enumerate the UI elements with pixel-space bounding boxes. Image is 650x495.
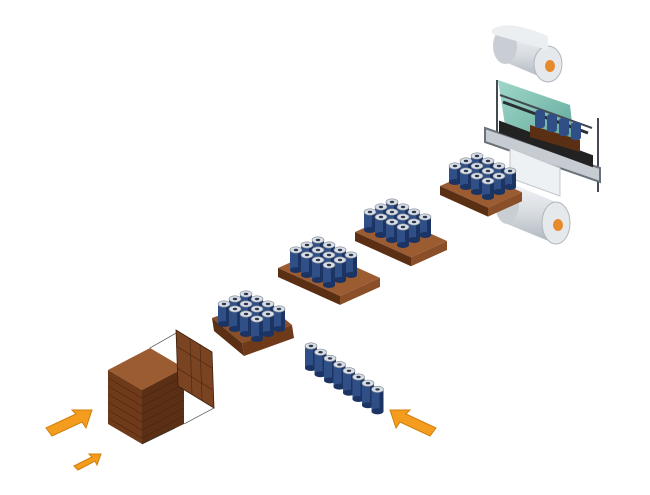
can <box>459 167 473 190</box>
tray-forming-cans <box>217 290 286 342</box>
can <box>374 213 388 238</box>
can <box>344 251 358 278</box>
can <box>217 300 231 327</box>
can <box>322 261 336 288</box>
can <box>228 305 242 332</box>
blank-stack <box>107 329 215 445</box>
can <box>250 315 264 342</box>
can <box>407 218 421 243</box>
can <box>239 310 253 337</box>
can <box>503 167 517 190</box>
can <box>300 251 314 278</box>
can <box>272 305 286 332</box>
input-arrow-icon <box>45 409 93 437</box>
can-row <box>304 342 384 415</box>
can <box>333 256 347 283</box>
can <box>418 213 432 238</box>
top-film-roll <box>492 25 563 83</box>
can <box>396 223 410 248</box>
can <box>261 310 275 337</box>
can <box>352 373 365 402</box>
can <box>448 162 462 185</box>
small-arrow-icon <box>73 453 102 471</box>
can <box>470 172 484 195</box>
can <box>363 208 377 233</box>
can <box>481 177 495 200</box>
can <box>289 246 303 273</box>
can <box>492 172 506 195</box>
wrapped-pack <box>530 110 581 152</box>
tray-groups <box>278 152 522 305</box>
can <box>311 256 325 283</box>
can <box>385 218 399 243</box>
can-row-arrow-icon <box>389 409 437 437</box>
can <box>371 385 384 415</box>
wrapping-machine <box>484 25 601 245</box>
